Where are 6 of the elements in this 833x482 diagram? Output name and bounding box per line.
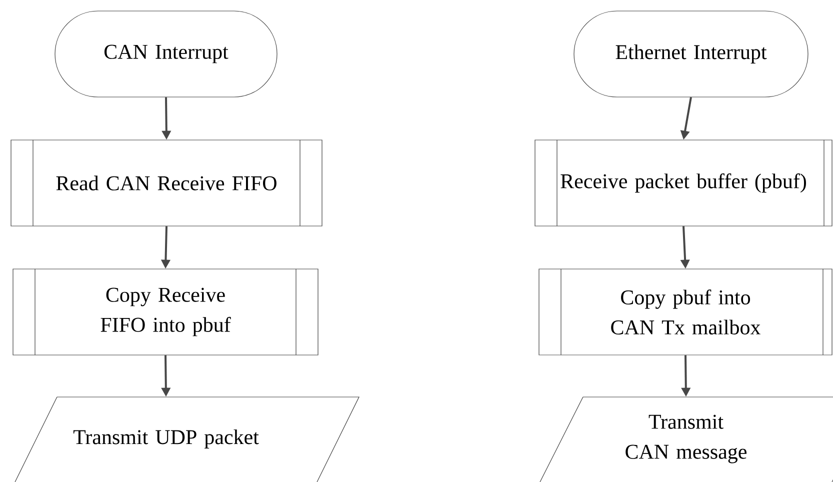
io-parallelogram: Transmit UDP packet xyxy=(14,396,360,482)
io-parallelogram: Transmit CAN message xyxy=(540,396,833,482)
process-box: Copy Receive FIFO into pbuf xyxy=(12,268,318,356)
process-box: Read CAN Receive FIFO xyxy=(10,140,322,226)
process-box: Receive packet buffer (pbuf) xyxy=(534,140,832,226)
process-box: Copy pbuf into CAN Tx mailbox xyxy=(538,268,832,356)
